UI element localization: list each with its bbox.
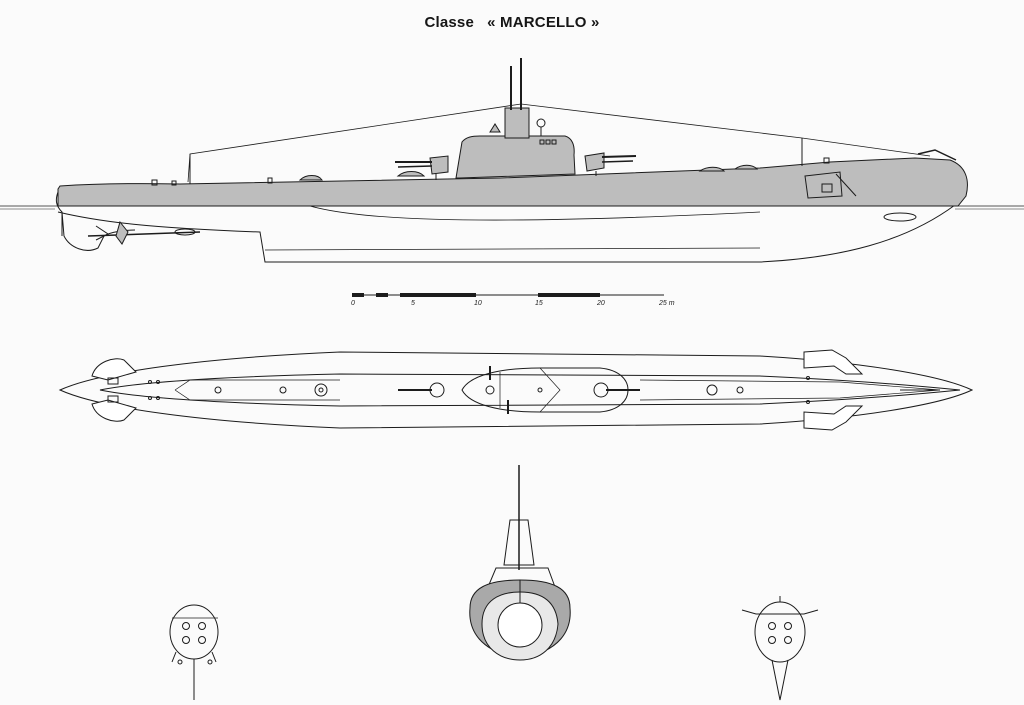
bow-torpedo-tube [768, 636, 776, 644]
propeller-shaft [87, 231, 201, 237]
drawing-title: Classe « MARCELLO » [0, 14, 1024, 31]
aft-deck-gun [395, 155, 449, 180]
bow-torpedo-tube [784, 636, 792, 644]
plan-forward-gun-mount [593, 382, 609, 398]
bow-section-planes [741, 609, 819, 615]
upper-casing [57, 157, 968, 207]
bridge-fitting [489, 123, 501, 133]
plan-bollard [148, 380, 152, 384]
torpedo-door-bow [883, 212, 917, 222]
stern-torpedo-tube [182, 636, 190, 644]
direction-finder-loop [536, 118, 546, 128]
plan-stern-fitting [107, 377, 119, 385]
bow-plane-guard [804, 171, 843, 199]
plan-bollard [806, 376, 810, 380]
propeller [115, 220, 129, 245]
plan-casing [99, 373, 961, 407]
deck-bollard [171, 180, 177, 186]
plan-hatch [537, 387, 543, 393]
keel-line [264, 247, 761, 251]
deck-bollard [267, 177, 273, 184]
bow-torpedo-tube [784, 622, 792, 630]
plan-vent [279, 386, 287, 394]
scale-label-25m: 25 m [658, 300, 675, 307]
plan-hatch [318, 387, 324, 393]
bulge-line [289, 197, 761, 221]
plan-stern-fitting [107, 395, 119, 403]
deck-hatch [698, 166, 726, 172]
bow-section-view [741, 596, 819, 701]
stern-plane [95, 225, 109, 241]
stern-section-view [169, 604, 219, 700]
plan-bow-plane-starboard [803, 405, 864, 431]
stern-torpedo-tube [198, 636, 206, 644]
title-prefix: Classe [424, 14, 475, 31]
stern-shafts [171, 651, 217, 663]
conning-tower [455, 135, 576, 179]
side-profile-view [0, 58, 1024, 263]
section-pressure-hull-inner [497, 602, 543, 648]
antenna-wire [187, 103, 931, 183]
plan-hatch [706, 384, 718, 396]
bow-torpedo-tube [768, 622, 776, 630]
plan-bollard [156, 396, 160, 400]
stern-torpedo-tube [182, 622, 190, 630]
plan-hull-outline [58, 351, 974, 429]
plan-bow-plane-port [803, 349, 864, 375]
plan-vent [214, 386, 222, 394]
deck-bollard [823, 157, 830, 164]
plan-stern-plane-starboard [91, 399, 137, 422]
plan-vent [736, 386, 744, 394]
midship-section-view [469, 465, 571, 661]
shaft-bracket [174, 228, 196, 236]
bow-section-hull [754, 601, 806, 663]
stern-section-hull [169, 604, 219, 660]
plan-bollard [806, 400, 810, 404]
plan-hatch [314, 383, 328, 397]
stern-rudder [55, 191, 136, 251]
net-cutter [917, 149, 957, 161]
lower-hull-outline [57, 204, 956, 263]
bow-plane [821, 183, 833, 193]
scale-bar: 0 5 10 15 20 25 m [351, 293, 675, 307]
plan-bollard [156, 380, 160, 384]
plan-view [58, 349, 974, 431]
stern-propeller-hub [177, 659, 183, 665]
bridge-window [539, 139, 545, 145]
bridge-window [545, 139, 551, 145]
section-shears [503, 519, 535, 566]
scale-label-5: 5 [411, 300, 415, 307]
plan-aft-gun-mount [429, 382, 445, 398]
plan-hatch [485, 385, 495, 395]
plan-bridge [499, 367, 561, 413]
plan-stern-plane-port [91, 358, 137, 381]
plan-deck-line [639, 379, 941, 401]
bow-plane-strut [835, 173, 857, 197]
stern-torpedo-tube [198, 622, 206, 630]
periscope-shears [504, 107, 530, 139]
scale-label-20: 20 [596, 300, 605, 307]
scale-label-15: 15 [535, 300, 543, 307]
stern-propeller-hub [207, 659, 213, 665]
title-class-name: « MARCELLO » [487, 14, 600, 31]
bridge-window [551, 139, 557, 145]
deck-hatch [298, 175, 323, 181]
deck-hatch [733, 164, 759, 170]
plan-bollard [148, 396, 152, 400]
forward-deck-gun [584, 152, 637, 176]
scale-label-10: 10 [474, 300, 482, 307]
plan-deck-line [174, 379, 340, 401]
deck-bollard [151, 179, 158, 186]
scale-label-0: 0 [351, 300, 355, 307]
bow-stem [771, 659, 789, 701]
